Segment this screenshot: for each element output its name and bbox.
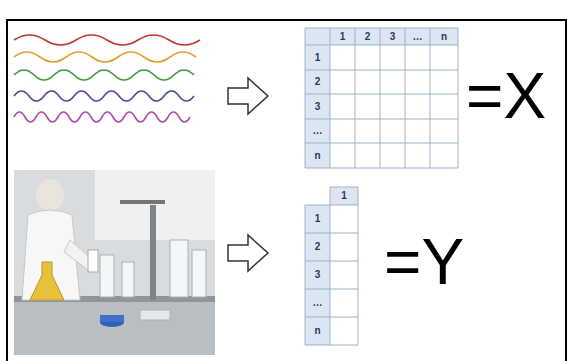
row-header: n: [314, 151, 320, 161]
block-arrow: [228, 235, 268, 271]
frame: [7, 20, 566, 361]
row-header: …: [313, 298, 323, 308]
header-fill: [305, 45, 330, 168]
matrix-name: =X: [466, 64, 546, 128]
header-fill: [305, 205, 330, 345]
wave: [14, 112, 190, 122]
row-header: …: [313, 126, 323, 136]
header-fill: [305, 28, 458, 45]
row-header: n: [314, 326, 320, 336]
column-header: 3: [390, 32, 396, 42]
wave: [14, 70, 194, 80]
row-header: 3: [315, 270, 321, 280]
column-header: 2: [365, 32, 371, 42]
lab-photo: [14, 170, 215, 355]
column-header: n: [441, 32, 447, 42]
column-header: 1: [341, 191, 347, 201]
column-header: …: [413, 32, 423, 42]
row-header: 1: [315, 214, 321, 224]
signal-waves: [14, 35, 200, 122]
column-header: 1: [340, 32, 346, 42]
header-fill: [330, 187, 358, 205]
x-matrix-grid: [305, 28, 458, 168]
wave: [14, 91, 194, 101]
row-header: 2: [315, 77, 321, 87]
block-arrow: [228, 78, 268, 114]
wave: [14, 52, 196, 62]
matrix-name: =Y: [384, 230, 464, 294]
row-header: 1: [315, 53, 321, 63]
y-matrix-grid: [305, 187, 358, 345]
wave: [14, 35, 200, 45]
row-header: 2: [315, 242, 321, 252]
row-header: 3: [315, 102, 321, 112]
